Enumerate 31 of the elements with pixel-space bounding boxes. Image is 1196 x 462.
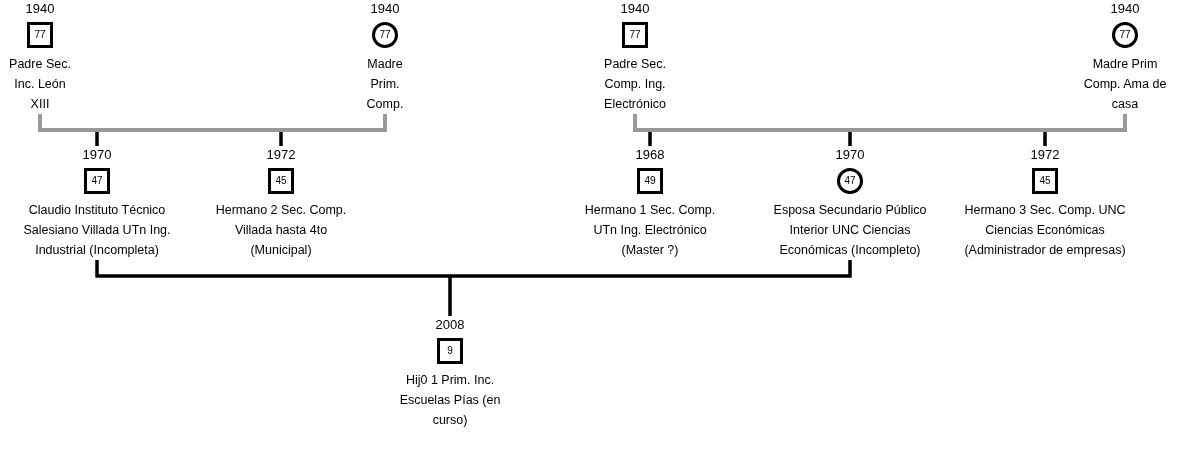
person-description: Padre Sec. Inc. León XIII — [8, 56, 72, 113]
birth-year: 1970 — [835, 146, 865, 164]
age-number: 47 — [844, 175, 856, 187]
birth-year: 1970 — [82, 146, 112, 164]
person-description: Padre Sec. Comp. Ing. Electrónico — [603, 56, 667, 113]
birth-year: 1972 — [1030, 146, 1060, 164]
age-number: 77 — [379, 29, 391, 41]
person-description: Hij0 1 Prim. Inc. Escuelas Pías (en curso) — [398, 372, 502, 429]
birth-year: 1972 — [266, 146, 296, 164]
birth-year: 1968 — [635, 146, 665, 164]
birth-year: 1940 — [370, 0, 400, 18]
person-description: Madre Prim Comp. Ama de casa — [1083, 56, 1167, 113]
age-number: 9 — [447, 345, 453, 357]
person-description: Hermano 3 Sec. Comp. UNC Ciencias Económicas (Administrador de empresas) — [963, 202, 1127, 259]
age-number: 45 — [275, 175, 287, 187]
person-description: Claudio Instituto Técnico Salesiano Villada UTn Ing. Industrial (Incompleta) — [22, 202, 172, 259]
age-number: 77 — [1119, 29, 1131, 41]
person-description: Hermano 1 Sec. Comp. UTn Ing. Electrónico (Master ?) — [583, 202, 717, 259]
birth-year: 1940 — [25, 0, 55, 18]
birth-year: 2008 — [435, 316, 465, 334]
age-number: 47 — [91, 175, 103, 187]
person-description: Esposa Secundario Público Interior UNC Ciencias Económicas (Incompleto) — [772, 202, 928, 259]
age-number: 77 — [34, 29, 46, 41]
age-number: 45 — [1039, 175, 1051, 187]
birth-year: 1940 — [1110, 0, 1140, 18]
person-description: Hermano 2 Sec. Comp. Villada hasta 4to (Municipal) — [214, 202, 348, 259]
age-number: 77 — [629, 29, 641, 41]
person-description: Madre Prim. Comp. — [365, 56, 405, 113]
descent-line — [448, 260, 852, 316]
birth-year: 1940 — [620, 0, 650, 18]
age-number: 49 — [644, 175, 656, 187]
